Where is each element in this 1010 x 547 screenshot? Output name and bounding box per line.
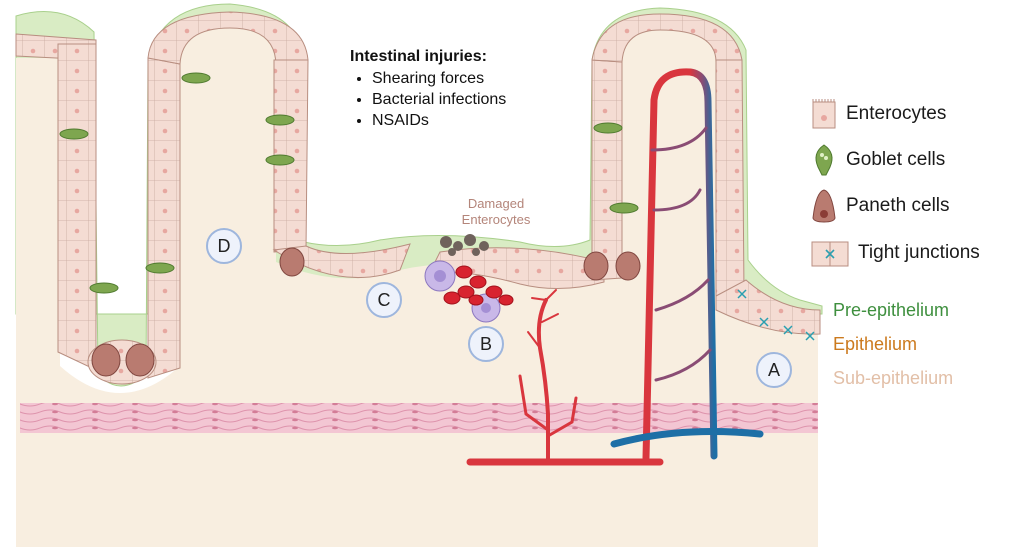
legend-label: Goblet cells bbox=[846, 149, 945, 171]
injury-list: Intestinal injuries: Shearing forces Bac… bbox=[350, 48, 506, 131]
goblet-cell-icon bbox=[810, 143, 838, 177]
layer-label-sub-epithelium: Sub-epithelium bbox=[833, 368, 953, 389]
injury-item: NSAIDs bbox=[372, 110, 506, 131]
layer-label-epithelium: Epithelium bbox=[833, 334, 917, 355]
legend-paneth: Paneth cells bbox=[810, 188, 950, 224]
marker-a: A bbox=[756, 352, 792, 388]
injury-item: Bacterial infections bbox=[372, 89, 506, 110]
paneth-cell-icon bbox=[810, 188, 838, 224]
legend-label: Enterocytes bbox=[846, 103, 946, 125]
damaged-enterocytes-label: Damaged Enterocytes bbox=[446, 196, 546, 228]
tight-junction-icon bbox=[810, 238, 850, 268]
layer-label-pre-epithelium: Pre-epithelium bbox=[833, 300, 949, 321]
legend-label: Paneth cells bbox=[846, 195, 950, 217]
marker-d: D bbox=[206, 228, 242, 264]
damaged-label-line2: Enterocytes bbox=[446, 212, 546, 228]
marker-c: C bbox=[366, 282, 402, 318]
enterocyte-icon bbox=[810, 98, 838, 130]
legend-enterocytes: Enterocytes bbox=[810, 98, 946, 130]
marker-b: B bbox=[468, 326, 504, 362]
legend-label: Tight junctions bbox=[858, 242, 980, 264]
legend-goblet: Goblet cells bbox=[810, 143, 945, 177]
legend-tight-junctions: Tight junctions bbox=[810, 238, 980, 268]
damaged-label-line1: Damaged bbox=[446, 196, 546, 212]
injury-item: Shearing forces bbox=[372, 68, 506, 89]
injury-title: Intestinal injuries: bbox=[350, 48, 506, 66]
